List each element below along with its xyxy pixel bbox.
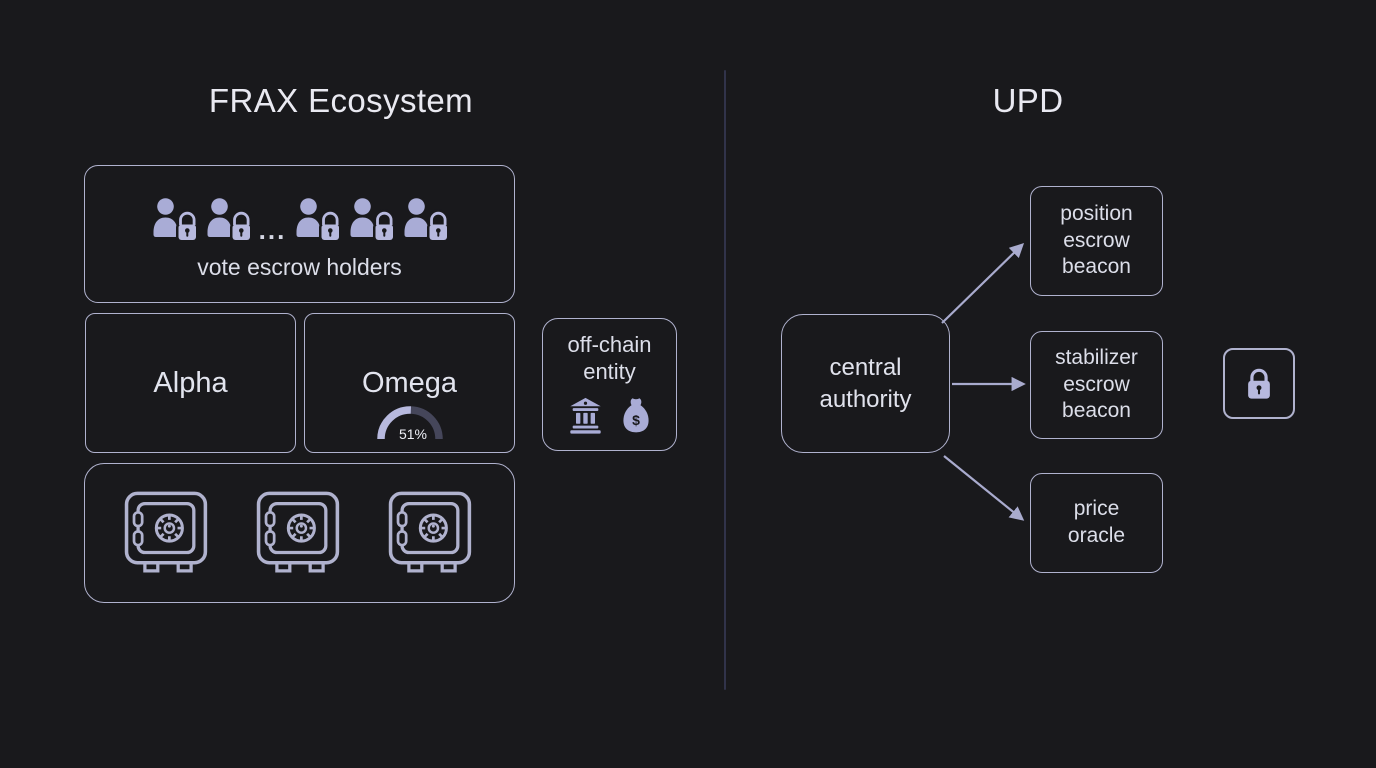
person-lock-icon xyxy=(402,197,448,245)
lock-badge-box xyxy=(1223,348,1295,419)
arrow-to-position-escrow-beacon xyxy=(941,243,1025,324)
omega-label: Omega xyxy=(361,366,458,399)
person-lock-icon xyxy=(348,197,394,245)
price-oracle-line2: oracle xyxy=(1067,524,1126,547)
section-divider xyxy=(724,70,726,690)
omega-gauge-value: 51% xyxy=(398,426,426,442)
stabilizer-escrow-beacon-line2: escrow xyxy=(1063,372,1130,396)
gauge-arc-fill xyxy=(376,406,411,440)
vaults-box xyxy=(84,463,515,603)
price-oracle-line1: price xyxy=(1073,497,1120,521)
omega-51-percent-gauge: 51% xyxy=(376,406,443,443)
position-escrow-beacon-line2: escrow xyxy=(1063,228,1130,252)
safe-icon xyxy=(123,490,213,577)
alpha-box: Alpha xyxy=(85,313,296,453)
arrow-to-price-oracle xyxy=(943,455,1025,521)
stabilizer-escrow-beacon-box: stabilizer escrow beacon xyxy=(1030,331,1163,439)
person-lock-icon xyxy=(205,197,251,245)
lock-icon xyxy=(1242,365,1276,403)
ellipsis-dots: ... xyxy=(258,215,287,245)
omega-box: Omega 51% xyxy=(304,313,515,453)
gauge-arc-track xyxy=(410,406,443,440)
position-escrow-beacon-line3: beacon xyxy=(1062,255,1131,279)
central-authority-box: central authority xyxy=(781,314,950,453)
money-bag-icon: $ xyxy=(623,397,649,432)
central-authority-label-line1: central xyxy=(829,354,902,382)
off-chain-entity-label-line1: off-chain xyxy=(567,332,652,357)
person-lock-icon xyxy=(294,197,340,245)
safe-icon xyxy=(255,490,345,577)
stabilizer-escrow-beacon-line1: stabilizer xyxy=(1055,346,1138,370)
vote-escrow-holders-box: ... vote escrow holders xyxy=(84,165,515,303)
dollar-sign: $ xyxy=(632,412,640,428)
vote-escrow-holders-label: vote escrow holders xyxy=(197,254,402,280)
off-chain-entity-label-line2: entity xyxy=(583,358,636,384)
off-chain-entity-box: off-chain entity $ xyxy=(542,318,677,451)
central-authority-label-line2: authority xyxy=(819,385,912,413)
position-escrow-beacon-line1: position xyxy=(1060,202,1133,226)
safe-icon xyxy=(387,490,477,577)
central-authority-arrows xyxy=(941,243,1026,521)
price-oracle-box: price oracle xyxy=(1030,473,1163,573)
bank-icon xyxy=(568,396,603,434)
stabilizer-escrow-beacon-line3: beacon xyxy=(1062,399,1131,423)
vote-escrow-holders-icons: ... xyxy=(85,197,514,245)
person-lock-icon xyxy=(151,197,197,245)
left-section-title: FRAX Ecosystem xyxy=(208,82,474,119)
position-escrow-beacon-box: position escrow beacon xyxy=(1030,186,1163,296)
alpha-label: Alpha xyxy=(153,366,228,399)
right-section-title: UPD xyxy=(992,82,1064,119)
